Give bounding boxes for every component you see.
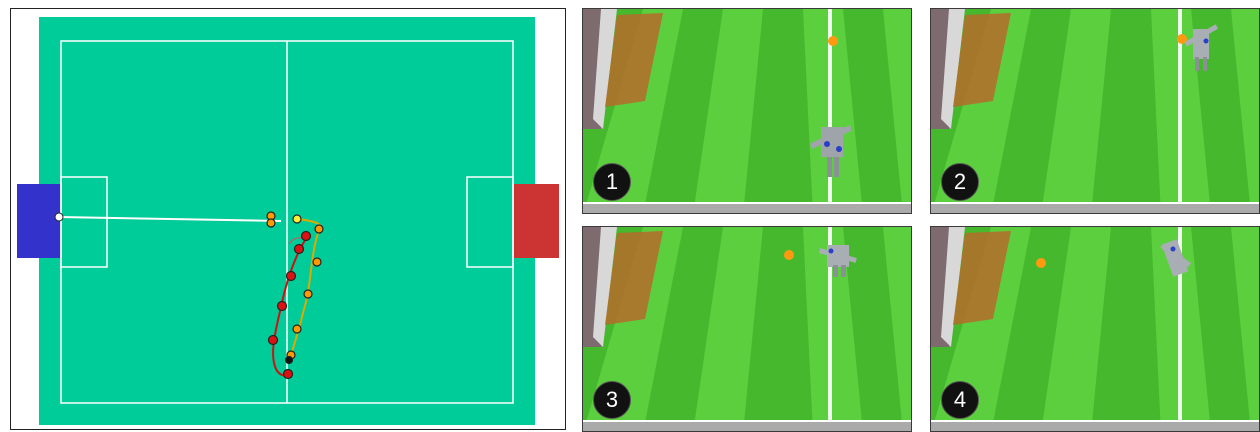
start-marker: [55, 213, 63, 221]
frame-scene: [931, 227, 1260, 432]
ball-icon: [784, 250, 794, 260]
marker: [269, 336, 278, 345]
red-goal-icon: [513, 184, 559, 258]
frame-scene: [583, 9, 912, 214]
blue-goal-icon: [17, 184, 61, 258]
marker: [293, 325, 301, 333]
field-svg: [11, 9, 567, 431]
marker: [293, 215, 301, 223]
frame-3: 3: [582, 226, 912, 432]
marker: [302, 232, 311, 241]
frame-number: 4: [941, 381, 979, 419]
marker: [278, 302, 287, 311]
ball-icon: [1036, 258, 1046, 268]
frame-number: 2: [941, 163, 979, 201]
marker: [295, 245, 304, 254]
frame-number: 1: [593, 163, 631, 201]
ball-icon: [828, 36, 838, 46]
marker: [286, 357, 293, 364]
marker: [315, 225, 323, 233]
frame-4: 4: [930, 226, 1260, 432]
marker: [284, 370, 293, 379]
marker: [313, 258, 321, 266]
marker: [287, 272, 296, 281]
frame-number: 3: [593, 381, 631, 419]
marker: [304, 290, 312, 298]
frame-scene: [931, 9, 1260, 214]
marker: [267, 219, 275, 227]
frame-2: 2: [930, 8, 1260, 214]
frame-1: 1: [582, 8, 912, 214]
frame-scene: [583, 227, 912, 432]
field-diagram: [10, 8, 566, 430]
